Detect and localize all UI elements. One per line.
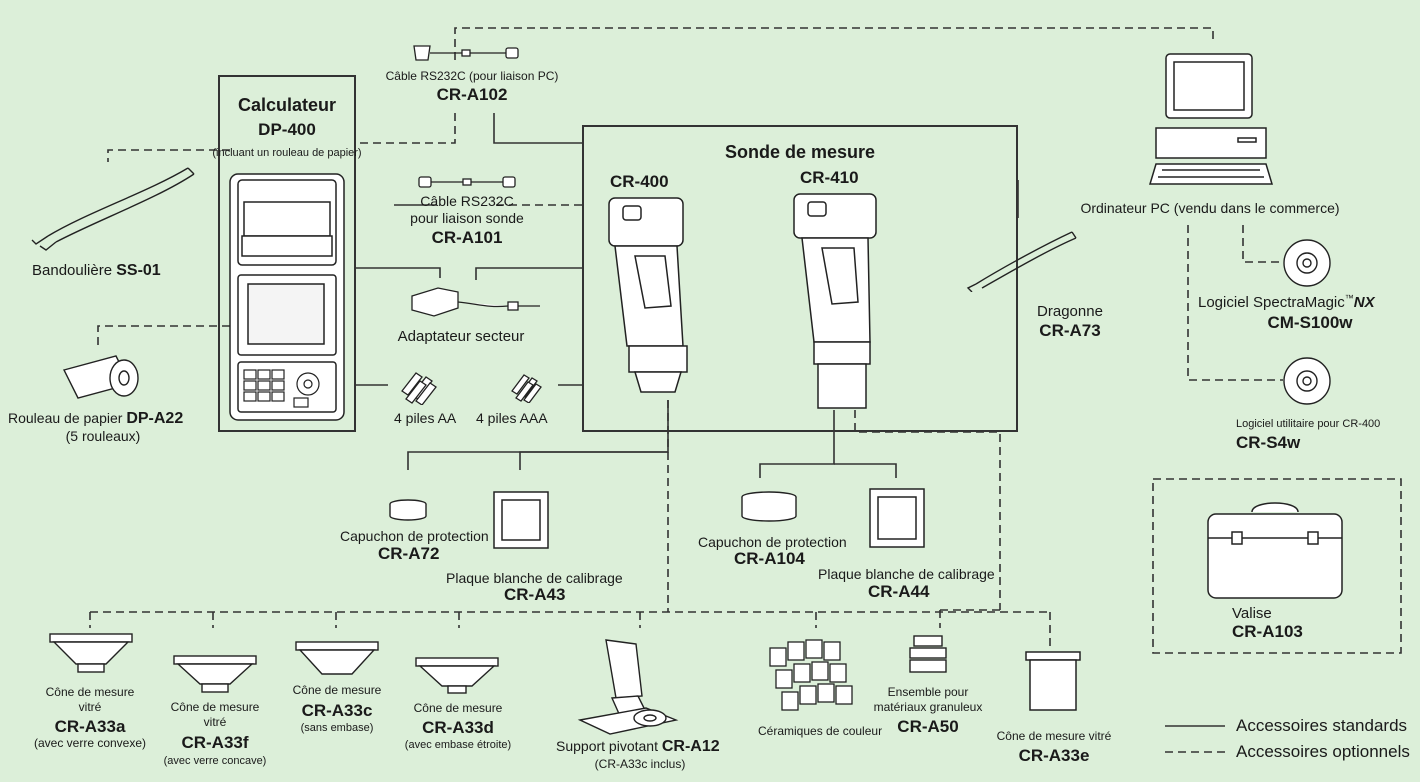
rs232c-pc-cable-label: Câble RS232C (pour liaison PC) — [385, 69, 559, 83]
legend-optional: Accessoires optionnels — [1236, 742, 1410, 761]
probe-cr400-label: CR-400 — [610, 172, 669, 191]
cap-cr-a72-code: CR-A72 — [378, 544, 440, 563]
rs232c-pc-cable-image — [413, 45, 519, 61]
cap-cr-a104-code: CR-A104 — [734, 549, 805, 568]
cone-cr-a33a-code: CR-A33a — [54, 717, 126, 736]
cap-cr-a104-label: Capuchon de protection — [698, 534, 847, 550]
swivel-stand-code: CR-A12 — [661, 738, 720, 755]
utility-software-label: Logiciel utilitaire pour CR-400 — [1236, 418, 1381, 430]
plate-cr-a43-code: CR-A43 — [504, 585, 566, 604]
aaa-battery-label: 4 piles AAA — [476, 410, 548, 426]
cone-cr-a33c-image — [295, 641, 379, 675]
cone-cr-a33d-label-1: Cône de mesure — [413, 701, 503, 715]
cone-cr-a33a-label-1: Cône de mesure — [45, 685, 135, 699]
color-ceramics-image — [769, 639, 853, 711]
plate-cr-a44-code: CR-A44 — [868, 582, 930, 601]
granular-set-label-1: Ensemble pour — [887, 685, 969, 699]
shoulder-strap-text: Bandoulière — [32, 262, 113, 279]
cone-cr-a33d-note: (avec embase étroite) — [404, 739, 512, 751]
hand-strap-code: CR-A73 — [1039, 321, 1101, 340]
spectramagic-label: Logiciel SpectraMagic™NX — [1198, 293, 1375, 311]
rs232c-probe-cable-label-1: Câble RS232C — [420, 193, 514, 209]
plate-cr-a43-image — [493, 491, 549, 549]
calculator-model: DP-400 — [258, 120, 316, 139]
cone-cr-a33c-code: CR-A33c — [301, 701, 373, 720]
ac-adapter-image — [411, 287, 540, 317]
calculator-box — [218, 75, 356, 432]
cone-cr-a33f-label-2: vitré — [203, 715, 227, 729]
case-code: CR-A103 — [1232, 622, 1303, 641]
calculator-note: (incluant un rouleau de papier) — [212, 147, 362, 159]
utility-disc-image — [1283, 357, 1331, 405]
paper-roll-text: Rouleau de papier — [8, 410, 123, 426]
case-label: Valise — [1232, 605, 1272, 622]
paper-roll-image — [62, 355, 139, 399]
cone-cr-a33a-image — [49, 633, 133, 673]
rs232c-probe-cable-code: CR-A101 — [431, 228, 503, 247]
paper-roll-code: DP-A22 — [126, 410, 184, 427]
cone-cr-a33a-note: (avec verre convexe) — [33, 736, 147, 750]
cone-cr-a33a-label-2: vitré — [78, 700, 102, 714]
shoulder-strap-image — [31, 167, 195, 251]
cone-cr-a33d-code: CR-A33d — [422, 718, 494, 737]
cap-cr-a72-image — [389, 499, 427, 521]
cone-cr-a33e-label: Cône de mesure vitré — [996, 729, 1112, 743]
cr400-probe-image — [608, 197, 688, 393]
granular-set-label-2: matériaux granuleux — [873, 700, 983, 714]
cone-cr-a33d-image — [415, 657, 499, 694]
cap-cr-a72-label: Capuchon de protection — [340, 528, 489, 544]
rs232c-probe-cable-image — [418, 176, 516, 188]
probe-cr410-label: CR-410 — [800, 168, 859, 187]
utility-software-code: CR-S4w — [1236, 433, 1301, 452]
hand-strap-label: Dragonne — [1037, 303, 1103, 320]
swivel-stand-image — [577, 639, 679, 735]
cone-cr-a33f-code: CR-A33f — [181, 733, 249, 752]
aa-battery-image — [401, 372, 437, 405]
spectramagic-tm: ™ — [1344, 293, 1354, 303]
plate-cr-a44-label: Plaque blanche de calibrage — [818, 566, 995, 582]
aa-battery-label: 4 piles AA — [394, 410, 457, 426]
swivel-stand-note: (CR-A33c inclus) — [594, 757, 686, 771]
hand-strap-image — [966, 231, 1077, 292]
spectramagic-code: CM-S100w — [1267, 313, 1353, 332]
aaa-battery-image — [511, 374, 542, 403]
cr410-probe-image — [793, 193, 877, 409]
cone-cr-a33c-note: (sans embase) — [300, 722, 374, 734]
cone-cr-a33e-code: CR-A33e — [1018, 746, 1090, 765]
spectramagic-suffix: NX — [1353, 294, 1375, 311]
swivel-stand-text: Support pivotant — [556, 738, 658, 754]
cap-cr-a104-image — [741, 491, 797, 522]
cone-cr-a33f-note: (avec verre concave) — [163, 755, 267, 767]
cone-cr-a33f-label-1: Cône de mesure — [170, 700, 260, 714]
pc-image — [1148, 53, 1274, 185]
plate-cr-a44-image — [869, 488, 925, 548]
granular-set-code: CR-A50 — [897, 717, 959, 736]
cone-cr-a33c-label-1: Cône de mesure — [292, 683, 382, 697]
shoulder-strap-code: SS-01 — [116, 262, 161, 279]
paper-roll-note: (5 rouleaux) — [65, 428, 141, 444]
ac-adapter-label: Adaptateur secteur — [397, 328, 525, 345]
calculator-title: Calculateur — [237, 95, 337, 115]
rs232c-probe-cable-label-2: pour liaison sonde — [410, 210, 524, 226]
swivel-stand-label: Support pivotant CR-A12 — [556, 738, 720, 756]
paper-roll-label: Rouleau de papier DP-A22 — [8, 410, 183, 428]
color-ceramics-label: Céramiques de couleur — [758, 724, 883, 738]
spectramagic-disc-image — [1283, 239, 1331, 287]
spectramagic-text: Logiciel SpectraMagic — [1198, 294, 1345, 311]
pc-label: Ordinateur PC (vendu dans le commerce) — [1080, 200, 1340, 216]
probe-box — [582, 125, 1018, 432]
rs232c-pc-cable-code: CR-A102 — [436, 85, 508, 104]
calculator-device-image — [229, 173, 345, 421]
probe-box-title: Sonde de mesure — [724, 142, 876, 162]
cone-cr-a33e-image — [1025, 651, 1081, 711]
legend-standard: Accessoires standards — [1236, 716, 1408, 735]
plate-cr-a43-label: Plaque blanche de calibrage — [446, 570, 623, 586]
carrying-case-image — [1207, 502, 1343, 599]
granular-set-image — [909, 635, 947, 673]
cone-cr-a33f-image — [173, 655, 257, 693]
shoulder-strap-label: Bandoulière SS-01 — [32, 262, 161, 280]
